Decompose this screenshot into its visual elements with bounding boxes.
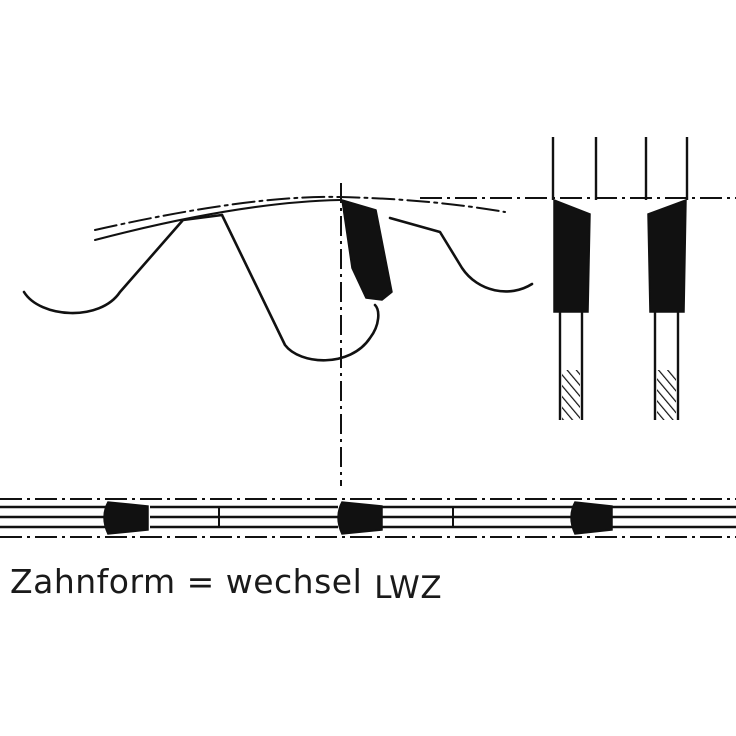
carbide-tip (341, 199, 393, 301)
tooth-tip-plan-1 (103, 501, 149, 535)
blade-rim-dashdot (94, 195, 506, 231)
tooth-right-curve (388, 216, 534, 293)
blade-side-view (22, 195, 534, 362)
tooth-form-code: LWZ (374, 570, 443, 606)
blade-top-view (0, 498, 736, 538)
tooth-front-view-2 (644, 137, 689, 420)
tooth-tip-plan-2 (337, 501, 383, 535)
tooth-front-view-1 (551, 137, 598, 420)
tooth-form-caption: Zahnform = wechsel LWZ (10, 562, 442, 606)
gullet-curve (220, 213, 380, 362)
blade-rim-curve (94, 199, 341, 241)
tooth-tip-plan-3 (570, 501, 613, 535)
tooth-left-curve (22, 213, 224, 315)
tooth-form-label: Zahnform = wechsel (10, 562, 363, 601)
